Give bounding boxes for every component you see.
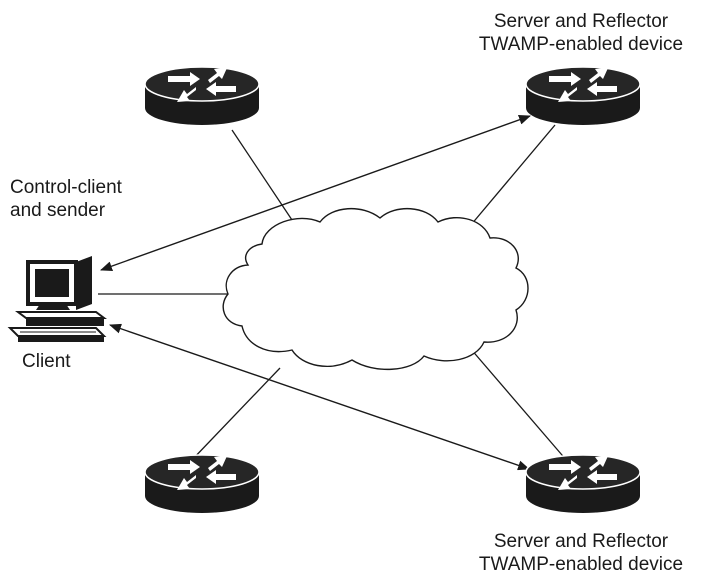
client-name-text: Client	[22, 351, 71, 372]
client-name-label: Client	[22, 350, 71, 373]
client-role-label-line2: and sender	[10, 200, 106, 221]
arrow-client-server-bottom	[109, 323, 530, 471]
server-top-label-line1: Server and Reflector	[493, 11, 669, 32]
router-icon	[144, 66, 260, 126]
server-top-label-line2: TWAMP-enabled device	[478, 34, 684, 55]
server-bottom-label: Server and Reflector TWAMP-enabled devic…	[453, 530, 709, 576]
router-icon	[144, 454, 260, 514]
twamp-arrows	[100, 115, 531, 471]
client-role-label-line1: Control-client	[10, 177, 122, 198]
server-bottom-label-line1: Server and Reflector	[493, 531, 669, 552]
client-role-label: Control-client and sender	[10, 176, 122, 222]
link-router-top-right	[464, 124, 556, 233]
link-router-bottom-right	[469, 347, 569, 463]
router-icon	[525, 66, 641, 126]
link-router-top-left	[231, 129, 301, 233]
arrow-client-server-top	[100, 115, 531, 271]
server-bottom-label-line2: TWAMP-enabled device	[478, 554, 684, 575]
router-icon	[525, 454, 641, 514]
computer-icon	[7, 256, 107, 342]
link-router-bottom-left	[189, 367, 281, 463]
server-top-label: Server and Reflector TWAMP-enabled devic…	[453, 10, 709, 56]
network-cloud-icon	[222, 207, 529, 370]
